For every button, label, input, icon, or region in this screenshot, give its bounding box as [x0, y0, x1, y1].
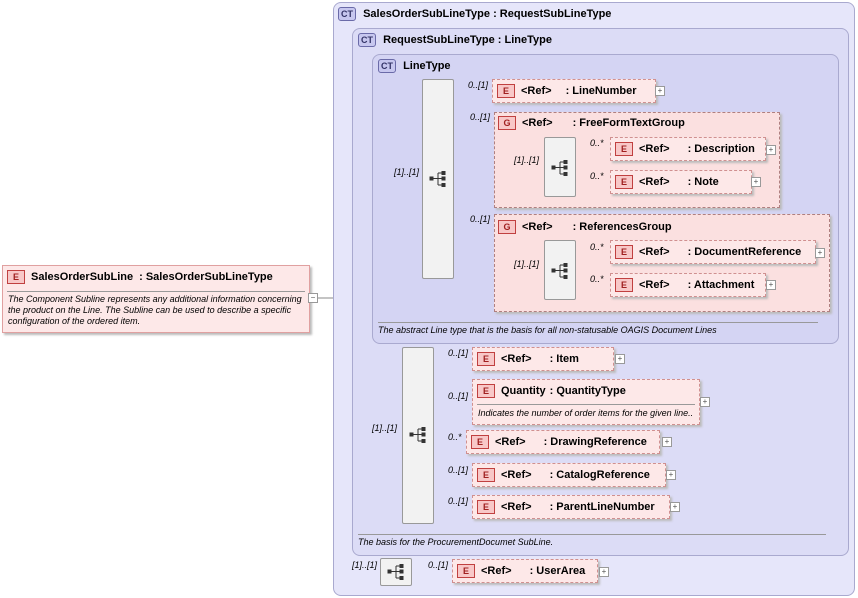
cardinality-note: 0..*	[590, 171, 604, 181]
expand-icon[interactable]: +	[751, 177, 761, 187]
cardinality-user-area: 0..[1]	[428, 560, 449, 570]
cardinality-ref-seq: [1]..[1]	[514, 259, 540, 269]
expand-icon[interactable]: +	[766, 280, 776, 290]
element-drawing-reference[interactable]: E<Ref>: DrawingReference	[466, 430, 660, 454]
inner-ct-title: CT LineType	[378, 59, 451, 73]
complex-type-icon: CT	[378, 59, 396, 73]
element-badge: E	[7, 270, 25, 285]
root-element-name: SalesOrderSubLine	[31, 271, 134, 283]
root-element-sales-order-sub-line[interactable]: E SalesOrderSubLine :SalesOrderSubLineTyp…	[2, 265, 310, 333]
sequence-icon	[551, 160, 568, 176]
cardinality-quantity: 0..[1]	[448, 391, 469, 401]
element-note[interactable]: E<Ref>: Note	[610, 170, 752, 194]
quantity-description: Indicates the number of order items for …	[478, 408, 694, 418]
expand-icon[interactable]: +	[815, 248, 825, 258]
expand-icon[interactable]: +	[615, 354, 625, 364]
cardinality-free-form: 0..[1]	[470, 112, 491, 122]
expand-icon[interactable]: +	[666, 470, 676, 480]
expand-icon[interactable]: +	[655, 86, 665, 96]
inner-ct-note: The abstract Line type that is the basis…	[378, 325, 717, 335]
sequence-compositor-outer[interactable]	[380, 558, 412, 586]
cardinality-document-reference: 0..*	[590, 242, 604, 252]
cardinality-drawing-reference: 0..*	[448, 432, 462, 442]
element-document-reference[interactable]: E<Ref>: DocumentReference	[610, 240, 816, 264]
sequence-icon	[387, 564, 404, 580]
expand-icon[interactable]: +	[662, 437, 672, 447]
group-references-header: G<Ref>: ReferencesGroup	[498, 220, 672, 234]
sequence-compositor-inner[interactable]	[422, 79, 454, 279]
cardinality-seq-inner: [1]..[1]	[394, 167, 420, 177]
element-description[interactable]: E<Ref>: Description	[610, 137, 766, 161]
element-catalog-reference[interactable]: E<Ref>: CatalogReference	[472, 463, 666, 487]
complex-type-icon: CT	[358, 33, 376, 47]
root-element-description: The Component Subline represents any add…	[8, 294, 302, 326]
sequence-compositor-references[interactable]	[544, 240, 576, 300]
sequence-icon	[409, 427, 426, 443]
group-free-form-header: G<Ref>: FreeFormTextGroup	[498, 116, 685, 130]
mid-ct-title: CT RequestSubLineType : LineType	[358, 33, 552, 47]
expand-icon[interactable]: +	[599, 567, 609, 577]
root-element-type: SalesOrderSubLineType	[145, 271, 273, 283]
cardinality-description: 0..*	[590, 138, 604, 148]
root-element-separator: :	[139, 271, 143, 283]
cardinality-line-number: 0..[1]	[468, 80, 489, 90]
sequence-icon	[551, 263, 568, 279]
expand-icon[interactable]: +	[700, 397, 710, 407]
cardinality-parent-line-number: 0..[1]	[448, 496, 469, 506]
collapse-icon[interactable]: −	[308, 293, 318, 303]
cardinality-catalog-reference: 0..[1]	[448, 465, 469, 475]
sequence-compositor-free-form[interactable]	[544, 137, 576, 197]
cardinality-attachment: 0..*	[590, 274, 604, 284]
element-attachment[interactable]: E<Ref>: Attachment	[610, 273, 766, 297]
cardinality-free-seq: [1]..[1]	[514, 155, 540, 165]
cardinality-item: 0..[1]	[448, 348, 469, 358]
element-parent-line-number[interactable]: E<Ref>: ParentLineNumber	[472, 495, 670, 519]
outer-ct-title: CT SalesOrderSubLineType : RequestSubLin…	[338, 7, 611, 21]
element-item[interactable]: E<Ref>: Item	[472, 347, 614, 371]
cardinality-seq-outer: [1]..[1]	[352, 560, 378, 570]
mid-ct-note: The basis for the ProcurementDocumet Sub…	[358, 537, 554, 547]
cardinality-seq-mid: [1]..[1]	[372, 423, 398, 433]
expand-icon[interactable]: +	[766, 145, 776, 155]
element-line-number[interactable]: E<Ref>: LineNumber	[492, 79, 656, 103]
element-user-area[interactable]: E<Ref>: UserArea	[452, 559, 598, 583]
expand-icon[interactable]: +	[670, 502, 680, 512]
cardinality-references: 0..[1]	[470, 214, 491, 224]
sequence-compositor-mid[interactable]	[402, 347, 434, 524]
sequence-icon	[429, 171, 446, 187]
complex-type-icon: CT	[338, 7, 356, 21]
